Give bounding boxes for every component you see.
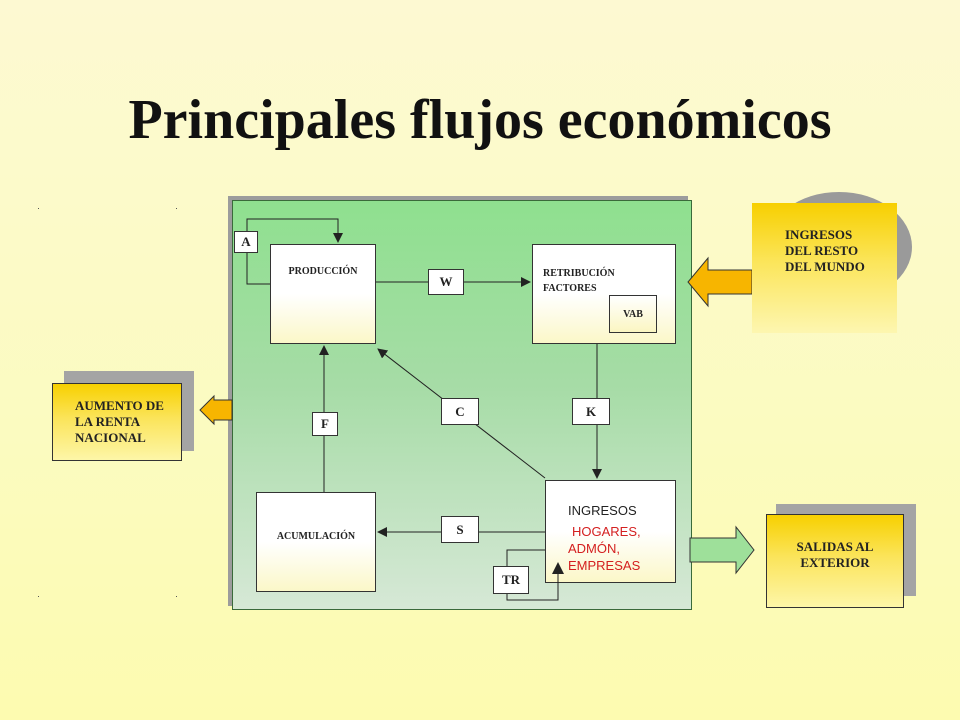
page-title: Principales flujos económicos <box>128 89 832 151</box>
vab-label: VAB <box>623 309 643 320</box>
ingresos-detail-empresas: EMPRESAS <box>568 558 641 573</box>
flow-a-arrow <box>246 218 343 285</box>
salidas-label-line1: SALIDAS AL <box>796 539 874 554</box>
aumento-label-line3: NACIONAL <box>75 430 146 445</box>
flow-label-s: S <box>441 516 479 543</box>
flow-label-w: W <box>428 269 464 295</box>
acumulacion-label: ACUMULACIÓN <box>276 531 356 542</box>
resto-label-line2: DEL RESTO <box>785 243 859 258</box>
aumento-label-line1: AUMENTO DE <box>75 398 164 413</box>
retribucion-label-line2: FACTORES <box>543 283 597 294</box>
flow-label-f: F <box>312 412 338 436</box>
retribucion-node: RETRIBUCIÓN FACTORES VAB <box>532 244 676 344</box>
ingresos-detail-hogares: HOGARES, <box>572 524 641 539</box>
flow-label-a: A <box>234 231 258 253</box>
flow-label-k: K <box>572 398 610 425</box>
acumulacion-node: ACUMULACIÓN <box>256 492 376 592</box>
flow-label-c: C <box>441 398 479 425</box>
corner-dot <box>38 208 39 209</box>
flow-label-tr: TR <box>493 566 529 594</box>
accumulation-outflow-arrow <box>199 394 233 426</box>
flow-tr-arrow <box>506 549 559 601</box>
ingresos-detail-admon: ADMÓN, <box>568 541 620 556</box>
produccion-label: PRODUCCIÓN <box>288 266 358 277</box>
aumento-renta-node: AUMENTO DE LA RENTA NACIONAL <box>52 383 182 461</box>
retribucion-label-line1: RETRIBUCIÓN <box>543 268 615 279</box>
salidas-exterior-node: SALIDAS AL EXTERIOR <box>766 514 904 608</box>
ingresos-label: INGRESOS <box>568 503 637 518</box>
corner-dot <box>176 208 177 209</box>
outflow-arrow <box>689 525 755 575</box>
resto-mundo-node: INGRESOS DEL RESTO DEL MUNDO <box>752 203 897 333</box>
inflow-arrow <box>687 256 753 308</box>
produccion-node: PRODUCCIÓN <box>270 244 376 344</box>
corner-dot <box>176 596 177 597</box>
salidas-label-line2: EXTERIOR <box>800 555 870 570</box>
aumento-label-line2: LA RENTA <box>75 414 141 429</box>
resto-label-line1: INGRESOS <box>785 227 853 242</box>
resto-label-line3: DEL MUNDO <box>785 259 865 274</box>
ingresos-node: INGRESOS HOGARES, ADMÓN, EMPRESAS <box>545 480 676 583</box>
vab-box: VAB <box>609 295 657 333</box>
corner-dot <box>38 596 39 597</box>
